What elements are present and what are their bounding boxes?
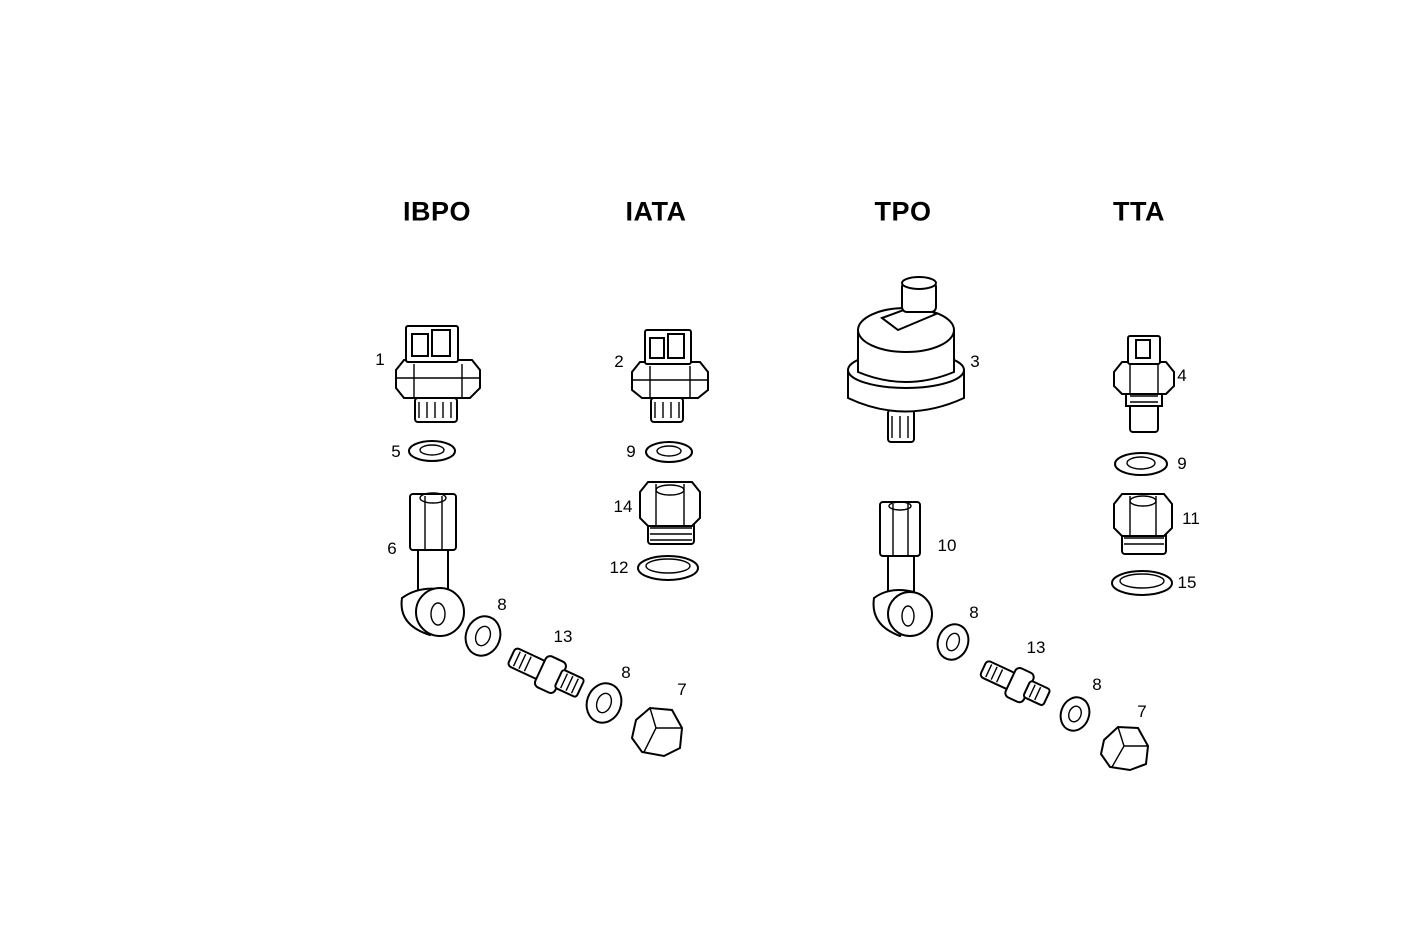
callout-1: 1 bbox=[375, 350, 385, 369]
callout-10: 10 bbox=[937, 536, 957, 555]
washer-8-c bbox=[936, 623, 970, 661]
callout-8-b: 8 bbox=[621, 663, 631, 682]
temperature-sender-4 bbox=[1113, 335, 1175, 433]
callout-5: 5 bbox=[391, 442, 401, 461]
banjo-fitting-10 bbox=[872, 501, 933, 638]
callout-12: 12 bbox=[609, 558, 629, 577]
cap-nut-7-b bbox=[1099, 725, 1150, 772]
adapter-11 bbox=[1113, 493, 1173, 555]
banjo-bolt-13-a bbox=[507, 647, 585, 698]
banjo-fitting-6 bbox=[400, 492, 465, 637]
callout-8-c: 8 bbox=[969, 603, 979, 622]
heading-ibpo: IBPO bbox=[402, 196, 472, 227]
callout-4: 4 bbox=[1177, 366, 1187, 385]
callout-2: 2 bbox=[614, 352, 624, 371]
washer-5 bbox=[408, 440, 456, 462]
callout-8-a: 8 bbox=[497, 595, 507, 614]
callout-9-tta: 9 bbox=[1177, 454, 1187, 473]
washer-9-tta bbox=[1114, 452, 1168, 476]
pressure-switch-1 bbox=[395, 325, 481, 423]
washer-12 bbox=[637, 555, 699, 581]
pressure-switch-2 bbox=[631, 329, 709, 423]
washer-8-b bbox=[585, 682, 623, 724]
callout-3: 3 bbox=[970, 352, 980, 371]
washer-9-iata bbox=[645, 441, 693, 463]
washer-8-d bbox=[1059, 696, 1091, 732]
callout-11: 11 bbox=[1182, 509, 1200, 528]
callout-6: 6 bbox=[387, 539, 397, 558]
callout-13-b: 13 bbox=[1026, 638, 1046, 657]
cap-nut-7-a bbox=[630, 706, 684, 758]
callout-14: 14 bbox=[613, 497, 633, 516]
washer-15 bbox=[1111, 570, 1173, 596]
heading-tpo: TPO bbox=[874, 196, 932, 227]
callout-7-a: 7 bbox=[677, 680, 687, 699]
callout-15: 15 bbox=[1177, 573, 1197, 592]
heading-tta: TTA bbox=[1113, 196, 1165, 227]
callout-8-d: 8 bbox=[1092, 675, 1102, 694]
adapter-14 bbox=[639, 481, 701, 545]
heading-iata: IATA bbox=[625, 196, 687, 227]
callout-9-iata: 9 bbox=[626, 442, 636, 461]
washer-8-a bbox=[464, 615, 502, 657]
pressure-sender-3 bbox=[847, 276, 965, 443]
banjo-bolt-13-b bbox=[979, 660, 1051, 706]
callout-13-a: 13 bbox=[553, 627, 573, 646]
callout-7-b: 7 bbox=[1137, 702, 1147, 721]
